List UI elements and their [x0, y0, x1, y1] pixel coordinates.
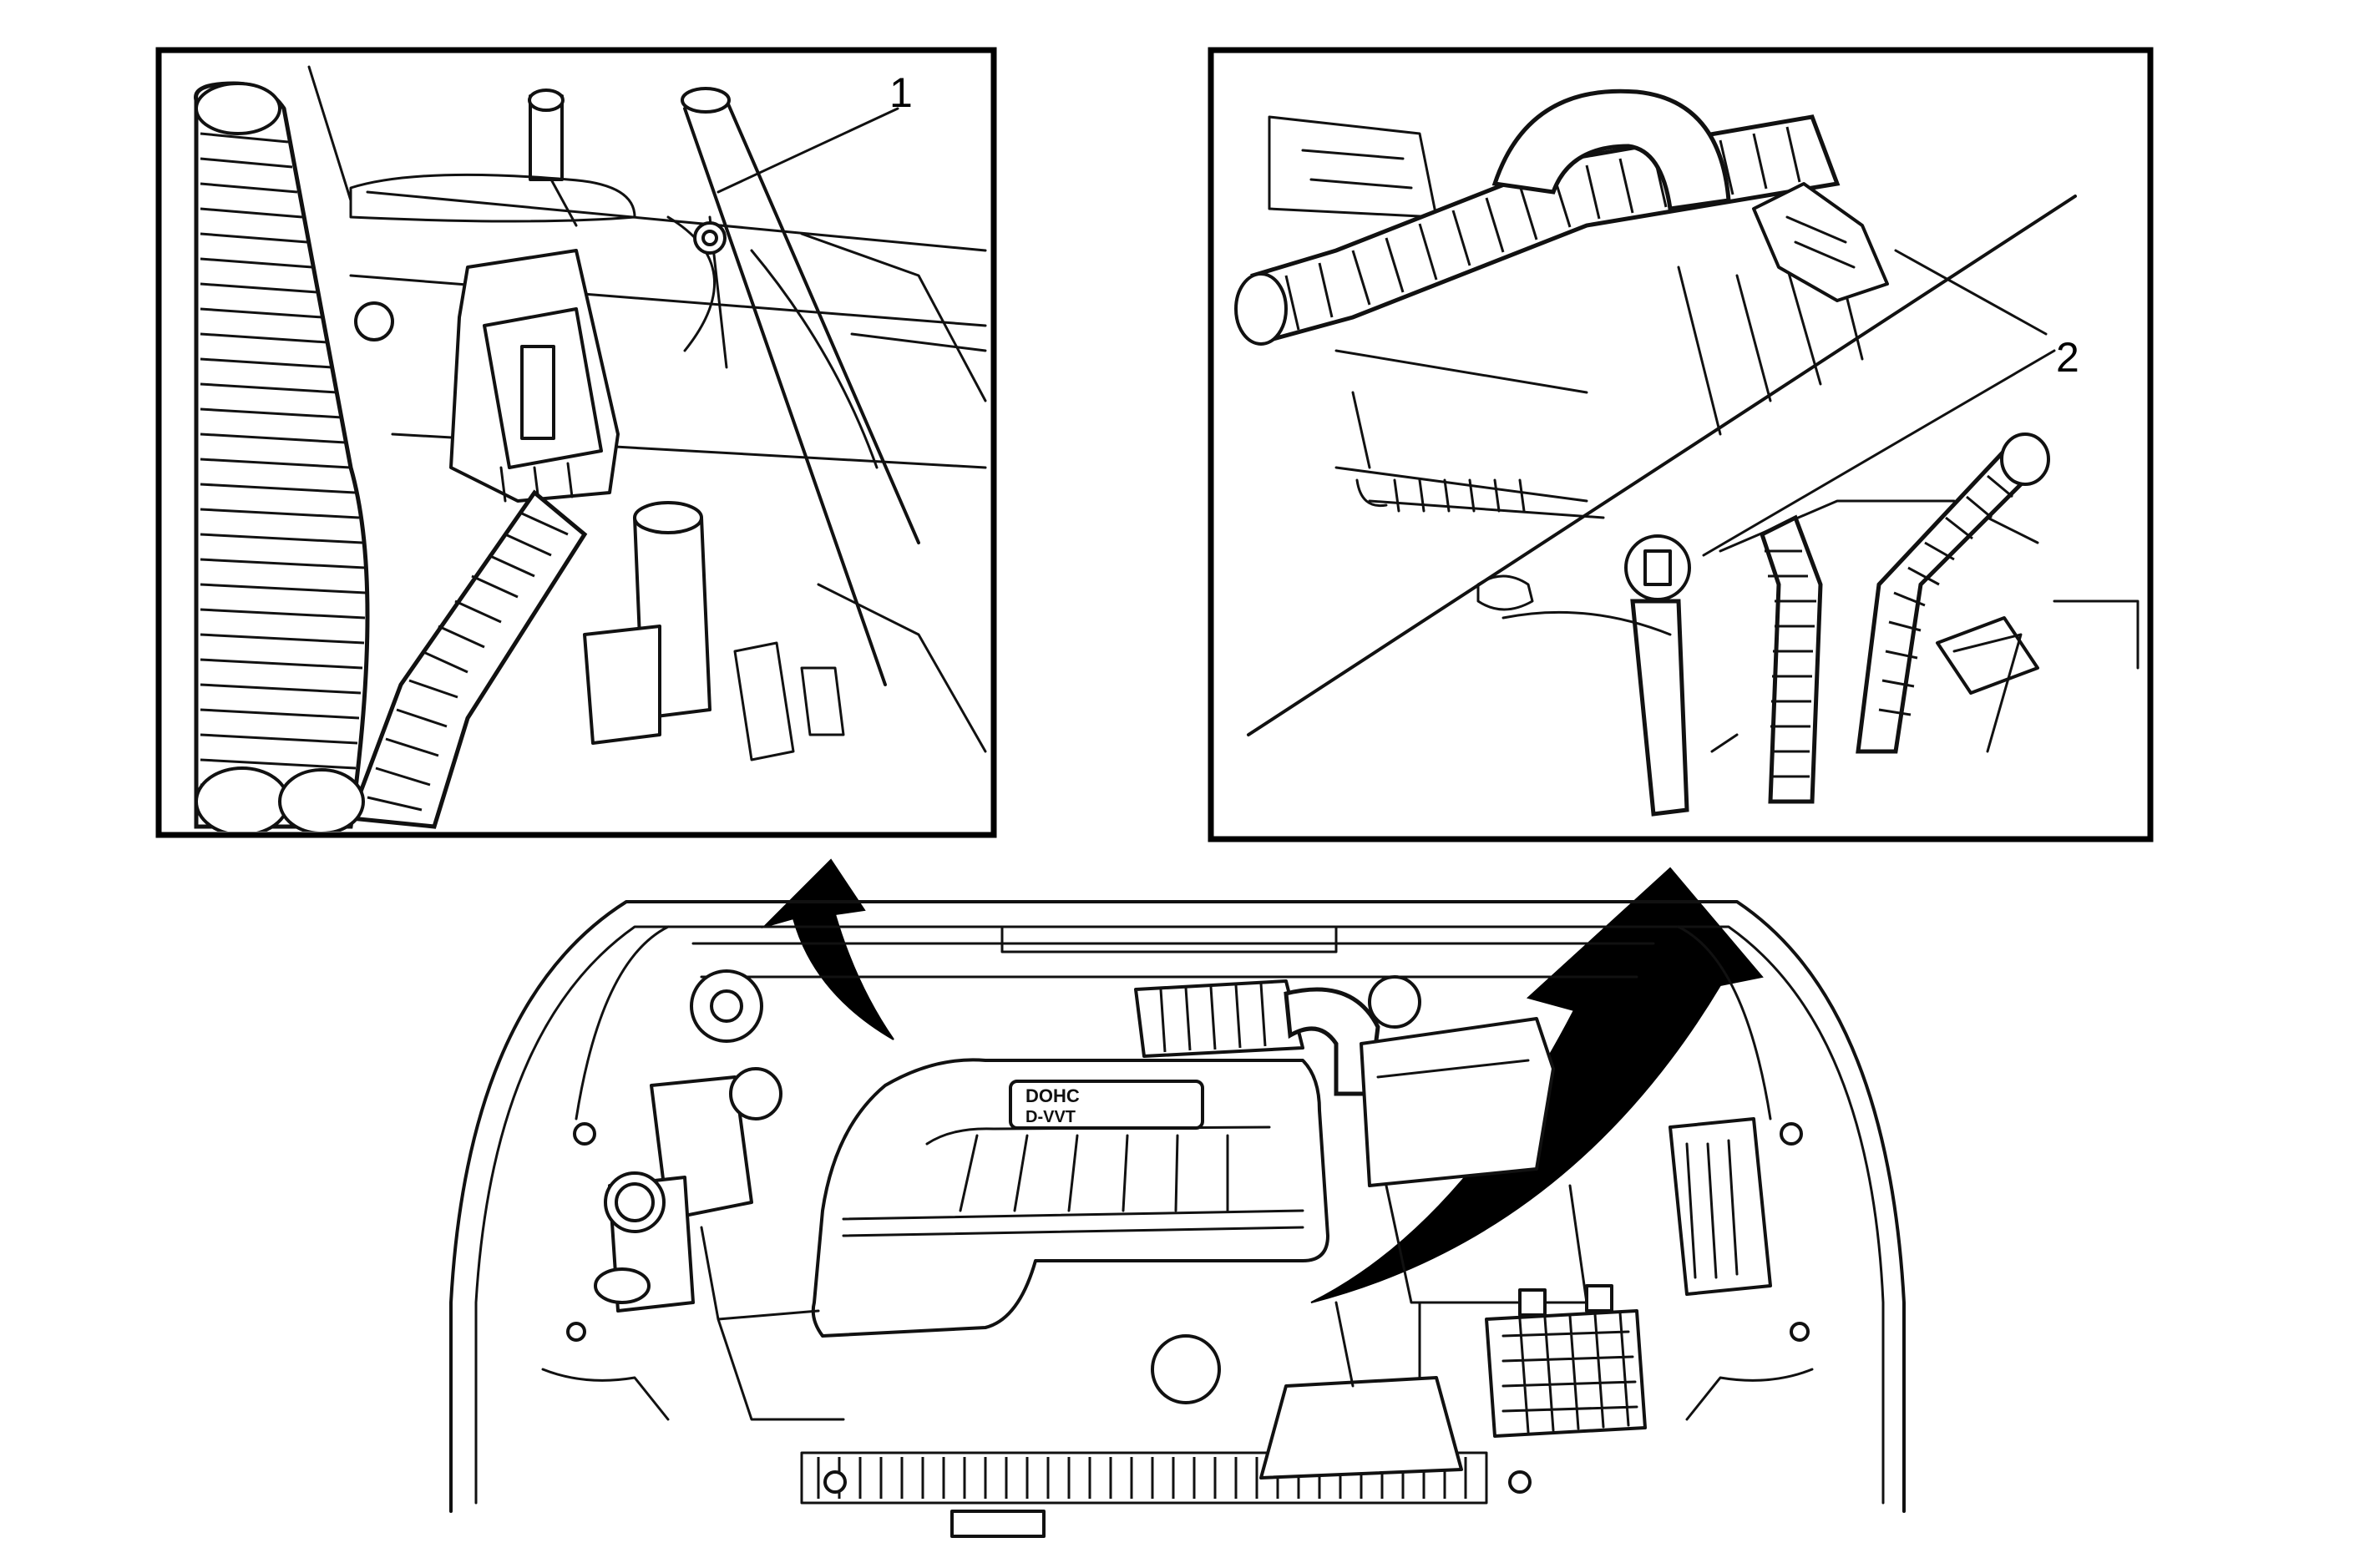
- callout-label-2: 2: [2056, 334, 2079, 381]
- connector-2-lower: [1936, 616, 2039, 695]
- connector-2-upper: [1752, 182, 1889, 302]
- arrow-to-left-detail: [761, 858, 894, 1040]
- engine-cover-lettering-bottom: D-VVT: [1025, 1108, 1076, 1126]
- detail-frame-left: [155, 47, 997, 838]
- engine-bay-overview: DOHC D-VVT: [449, 900, 1906, 1538]
- detail-panel-left: 1: [155, 47, 997, 838]
- callout-label-1: 1: [889, 69, 913, 116]
- detail-frame-right: [1208, 47, 2154, 842]
- engine-cover-lettering-top: DOHC: [1025, 1085, 1080, 1106]
- detail-panel-right: 2: [1208, 47, 2154, 842]
- split-line: [1247, 195, 2077, 736]
